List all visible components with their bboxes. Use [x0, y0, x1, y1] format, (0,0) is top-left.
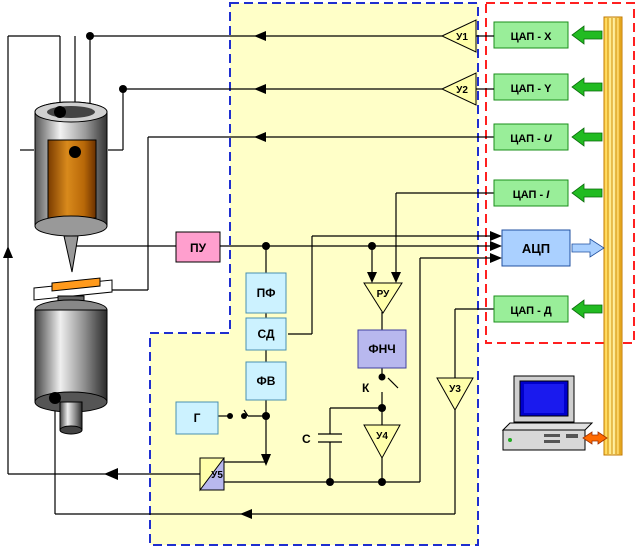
sample-stage	[33, 277, 113, 301]
amplifier-ru: РУ	[363, 282, 403, 314]
sample-holder	[34, 295, 108, 435]
amplifier-u3: У3	[436, 377, 474, 412]
svg-text:Г: Г	[194, 411, 201, 425]
pf-block: ПФ	[245, 272, 287, 314]
fnch-block: ФНЧ	[357, 329, 407, 369]
piezo-scanner	[34, 101, 108, 237]
pu-block: ПУ	[175, 231, 221, 263]
svg-text:ПФ: ПФ	[257, 286, 276, 300]
junction-dots	[86, 32, 386, 486]
probe-tip	[63, 235, 79, 273]
adc-block: АЦП	[501, 229, 571, 267]
svg-text:У3: У3	[449, 384, 461, 395]
dac-x-block: ЦАП - X	[493, 21, 569, 49]
svg-text:ФНЧ: ФНЧ	[368, 342, 395, 356]
computer-icon	[501, 375, 594, 451]
fv-block: ФВ	[245, 361, 287, 401]
svg-text:ЦАП - I: ЦАП - I	[513, 189, 551, 201]
control-unit-region	[149, 2, 479, 546]
svg-text:У2: У2	[456, 85, 468, 96]
dac-u-block: ЦАП - U	[493, 123, 569, 151]
computer-bus-link-arrow	[582, 431, 608, 445]
capacitor-c-label: С	[302, 432, 311, 446]
svg-text:ЦАП - Д: ЦАП - Д	[510, 305, 552, 317]
svg-text:ЦАП - X: ЦАП - X	[511, 31, 553, 43]
dac-y-block: ЦАП - Y	[493, 73, 569, 101]
amplifier-u5: У5	[199, 457, 225, 492]
signal-arrows	[3, 31, 502, 519]
bus-stripes	[607, 18, 621, 454]
svg-text:ЦАП - U: ЦАП - U	[510, 133, 553, 145]
svg-text:АЦП: АЦП	[522, 241, 550, 256]
svg-text:ФВ: ФВ	[257, 374, 276, 388]
svg-text:ПУ: ПУ	[190, 241, 207, 255]
svg-text:ЦАП - Y: ЦАП - Y	[511, 83, 553, 95]
dac-d-block: ЦАП - Д	[493, 295, 569, 323]
interface-region	[485, 2, 635, 344]
amplifier-u4: У4	[363, 424, 401, 460]
svg-text:У1: У1	[456, 32, 468, 43]
svg-text:У5: У5	[211, 470, 223, 481]
wires	[7, 35, 494, 515]
adc-to-bus-arrow	[571, 238, 605, 258]
bus-to-dac-arrows	[571, 25, 603, 319]
svg-text:РУ: РУ	[377, 289, 391, 300]
svg-text:У4: У4	[376, 431, 388, 442]
sd-block: СД	[245, 317, 287, 351]
dac-i-block: ЦАП - I	[493, 179, 569, 207]
svg-text:СД: СД	[257, 327, 275, 341]
data-bus	[603, 16, 623, 456]
g-block: Г	[175, 401, 219, 435]
switch-k-label: К	[362, 381, 370, 395]
